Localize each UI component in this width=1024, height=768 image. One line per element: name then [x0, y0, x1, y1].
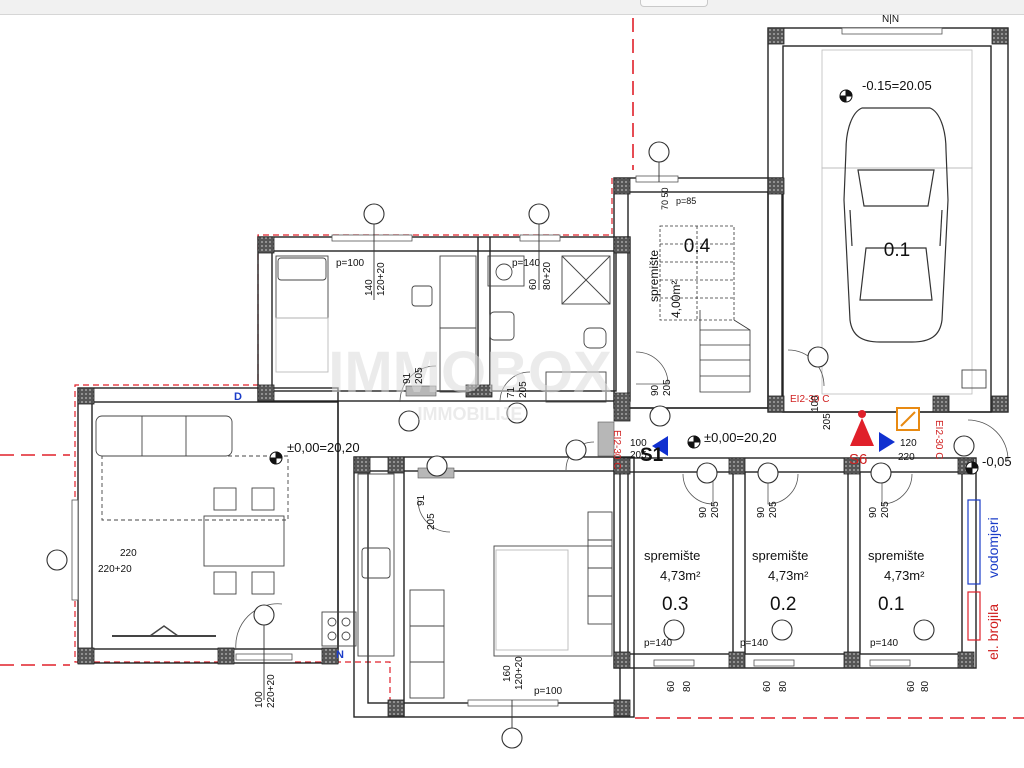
dimension-label: 120+20 [514, 656, 525, 690]
section-arrow-left [652, 436, 668, 456]
dimension-label: p=140 [512, 258, 541, 269]
level-outside: -0,05 [982, 454, 1012, 469]
dimension-label: 90 [650, 384, 661, 396]
dimension-label: 140 [364, 279, 375, 296]
section-arrows [652, 407, 920, 456]
dimension-label: 160 [502, 665, 513, 682]
s6-marker [850, 418, 874, 446]
watermark-sub: IMMOBILIJE [417, 404, 522, 424]
dimension-label: 100 [630, 438, 647, 449]
dimension-label: 205 [426, 513, 437, 530]
dimension-label: 60 [666, 680, 677, 692]
dimension-label: 60 [528, 278, 539, 290]
storage01-area: 4,73m² [884, 568, 925, 583]
compass-d: D [234, 391, 242, 403]
fire-door-label-2: EI2-30 C [611, 430, 622, 469]
storage04-name: spremište [647, 250, 661, 302]
viewer-toolbar [0, 0, 1024, 15]
storage02-number: 0.2 [770, 594, 796, 615]
storage04-sill: p=85 [676, 196, 696, 206]
section-arrow-right [879, 432, 895, 452]
storage03-area: 4,73m² [660, 568, 701, 583]
dimension-label: 220 [898, 452, 915, 463]
fire-door-label-1: EI2-30 C [790, 394, 829, 405]
dimension-label: 80 [920, 680, 931, 692]
dimension-label: 100 [254, 691, 265, 708]
car-icon [843, 107, 949, 343]
dimension-label: 80+20 [542, 261, 553, 290]
dimension-label: p=140 [740, 638, 769, 649]
label-el-brojila: el. brojila [985, 604, 1001, 660]
storage01-number: 0.1 [878, 594, 904, 615]
dimension-label: N|N [882, 14, 899, 25]
dimension-label: p=100 [534, 686, 563, 697]
dimension-label: 205 [880, 501, 891, 518]
storage04-area: 4,00m² [669, 281, 683, 318]
storage04-sizes: 70 50 [660, 187, 670, 210]
dimension-label: 120+20 [376, 262, 387, 296]
fire-door-label-3: EI2-30 C [933, 420, 944, 459]
dimension-label: 205 [768, 501, 779, 518]
dimension-label: 120 [900, 438, 917, 449]
viewer-tab[interactable] [640, 0, 708, 7]
section-s6-label: S6 [849, 451, 867, 468]
dimension-label: p=100 [336, 258, 365, 269]
dimension-label: 205 [710, 501, 721, 518]
reference-circles [46, 141, 975, 749]
stairs [659, 225, 751, 393]
dimension-label: 220+20 [98, 564, 132, 575]
dimension-label: 205 [630, 450, 647, 461]
dimension-label: 205 [414, 367, 425, 384]
dimension-label: 100 [810, 395, 821, 412]
dimension-label: 90 [698, 506, 709, 518]
dimension-labels: p=100 140 120+20 p=140 60 80+20 91 205 7… [98, 14, 931, 708]
garage-level: -0.15=20.05 [862, 78, 932, 93]
storage01-name: spremište [868, 548, 924, 563]
label-vodomjeri: vodomjeri [985, 517, 1001, 578]
dimension-label: 90 [868, 506, 879, 518]
furniture [95, 255, 987, 699]
wall-corners [77, 27, 1009, 717]
meter-boxes [967, 499, 981, 641]
dimension-label: 91 [402, 372, 413, 384]
storage03-name: spremište [644, 548, 700, 563]
dimension-label: 205 [518, 381, 529, 398]
dimension-label: 60 [906, 680, 917, 692]
level-markers [269, 89, 979, 475]
storage04-number: 0.4 [684, 236, 711, 257]
room-labels: 0.1 -0.15=20.05 0.4 spremište 4,00m² p=8… [287, 78, 1012, 615]
dimension-label: 60 [762, 680, 773, 692]
dimension-label: 71 [506, 386, 517, 398]
dimension-label: p=140 [644, 638, 673, 649]
storage03-number: 0.3 [662, 594, 688, 615]
garage-number: 0.1 [884, 240, 910, 261]
dimension-label: 80 [682, 680, 693, 692]
compass-n: N [336, 649, 344, 661]
dimension-label: 220+20 [266, 674, 277, 708]
section-s1-label: S1 [640, 445, 664, 466]
dimension-label: 91 [416, 494, 427, 506]
dimension-label: 80 [778, 680, 789, 692]
storage02-area: 4,73m² [768, 568, 809, 583]
walls [77, 27, 1009, 718]
dimension-label: 205 [822, 413, 833, 430]
dimension-label: p=140 [870, 638, 899, 649]
marker-labels: S1 S6 EI2-30 C EI2-30 C EI2-30 C D N vod… [234, 391, 1001, 661]
storage02-name: spremište [752, 548, 808, 563]
level-living: ±0,00=20,20 [287, 440, 360, 455]
dimension-label: 220 [120, 548, 137, 559]
dimension-label: 90 [756, 506, 767, 518]
level-hall: ±0,00=20,20 [704, 430, 777, 445]
property-lines [0, 18, 1024, 719]
dimension-label: 205 [662, 379, 673, 396]
reference-leaders [263, 162, 660, 728]
watermark-main: IMMOBOX [328, 340, 612, 405]
